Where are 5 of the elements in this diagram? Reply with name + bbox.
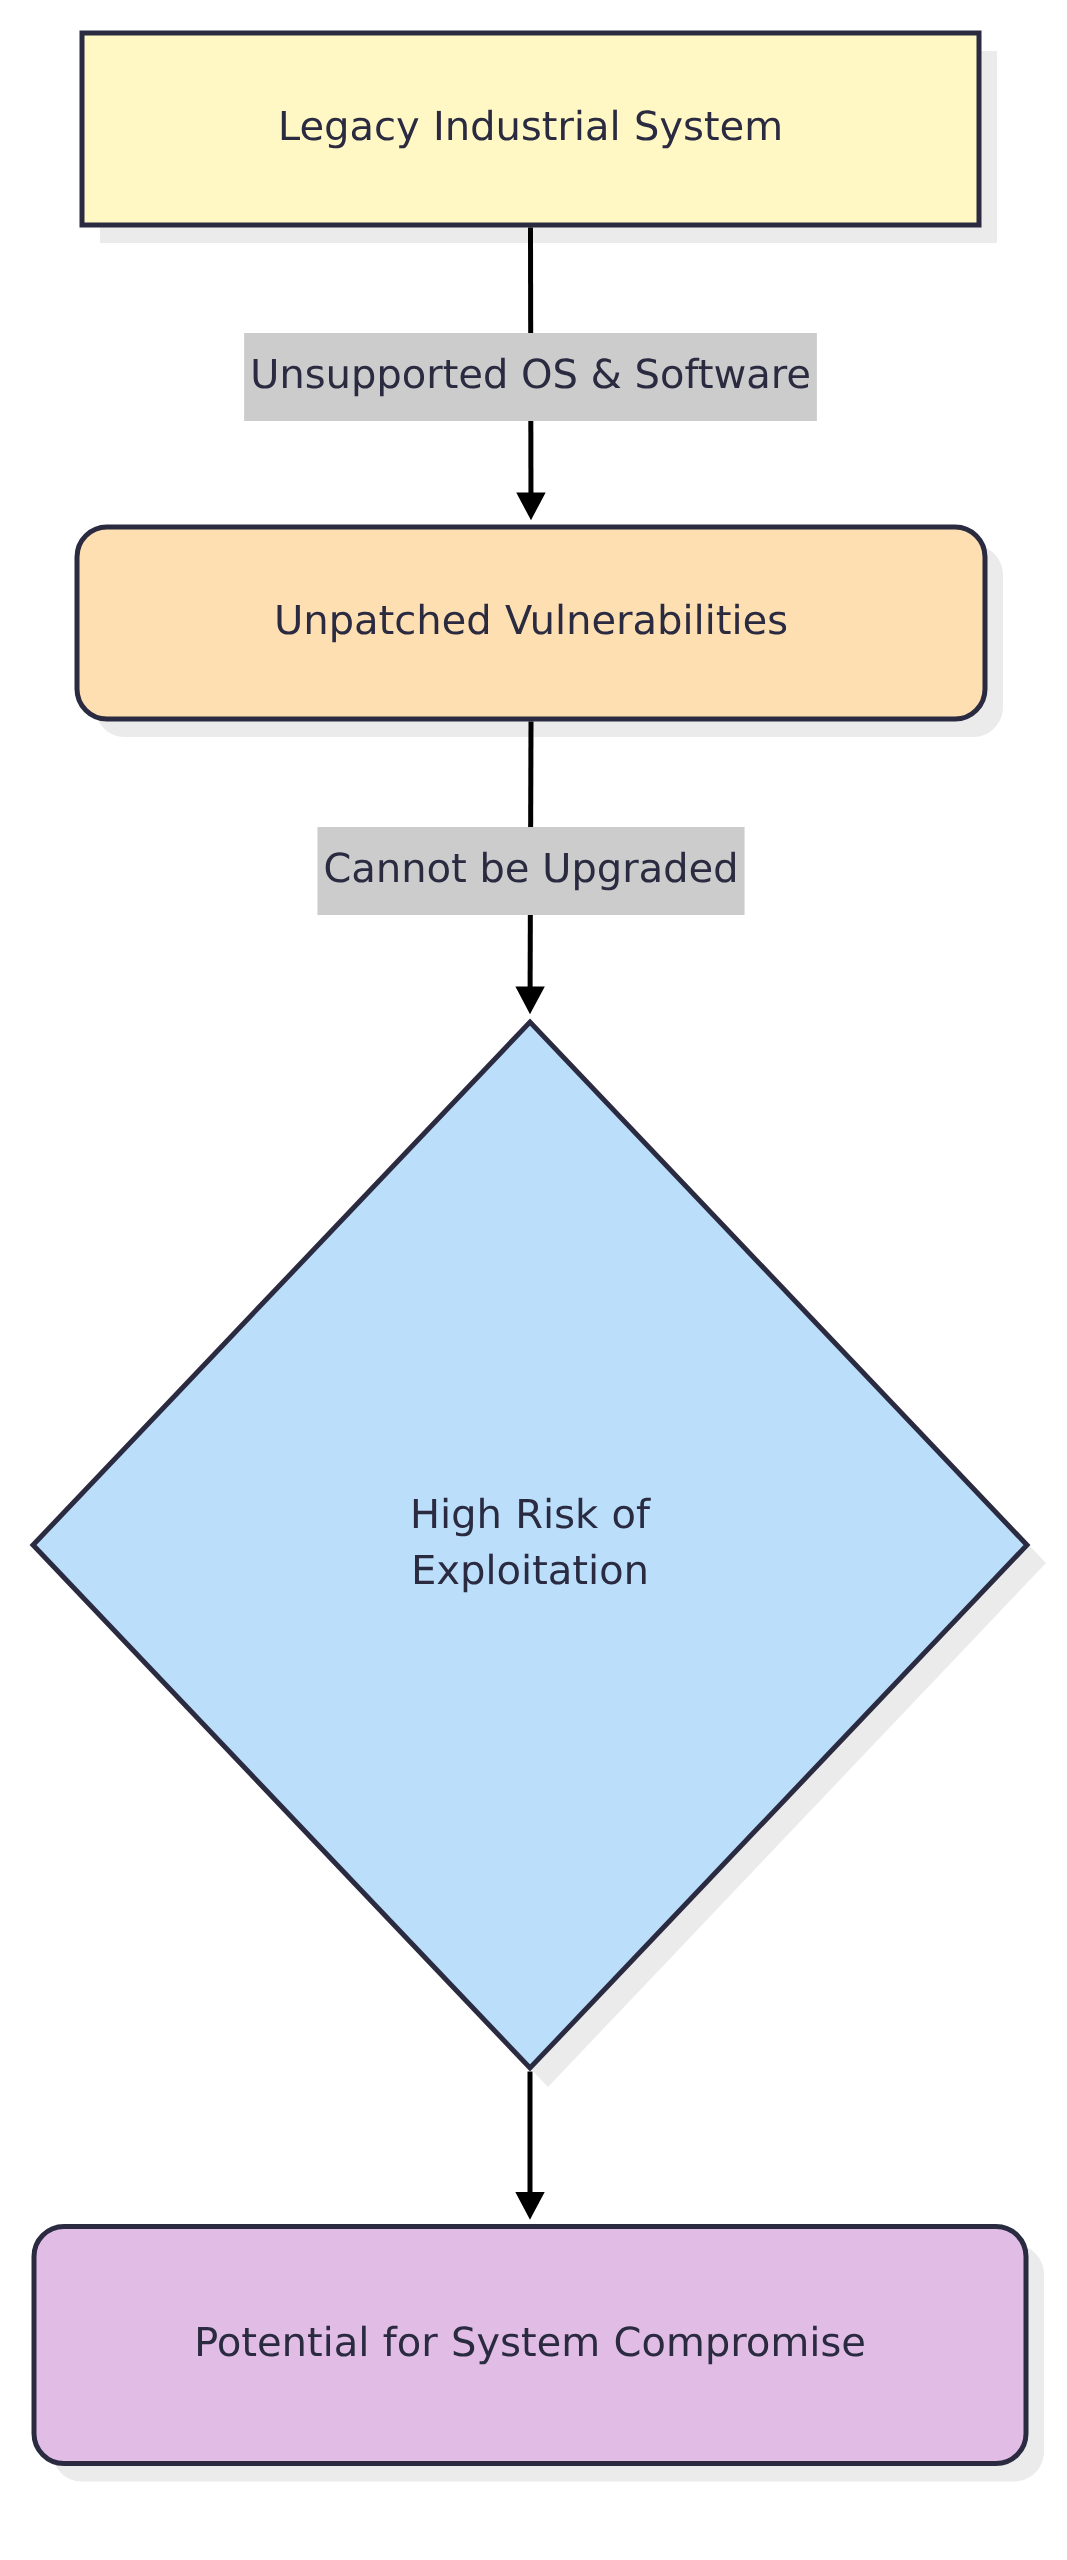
process-box: Potential for System Compromise bbox=[31, 2224, 1029, 2466]
edge-label: Unsupported OS & Software bbox=[244, 333, 817, 421]
edge-label: Cannot be Upgraded bbox=[317, 827, 745, 915]
process-box: Legacy Industrial System bbox=[79, 30, 982, 228]
process-box: Unpatched Vulnerabilities bbox=[74, 524, 988, 722]
